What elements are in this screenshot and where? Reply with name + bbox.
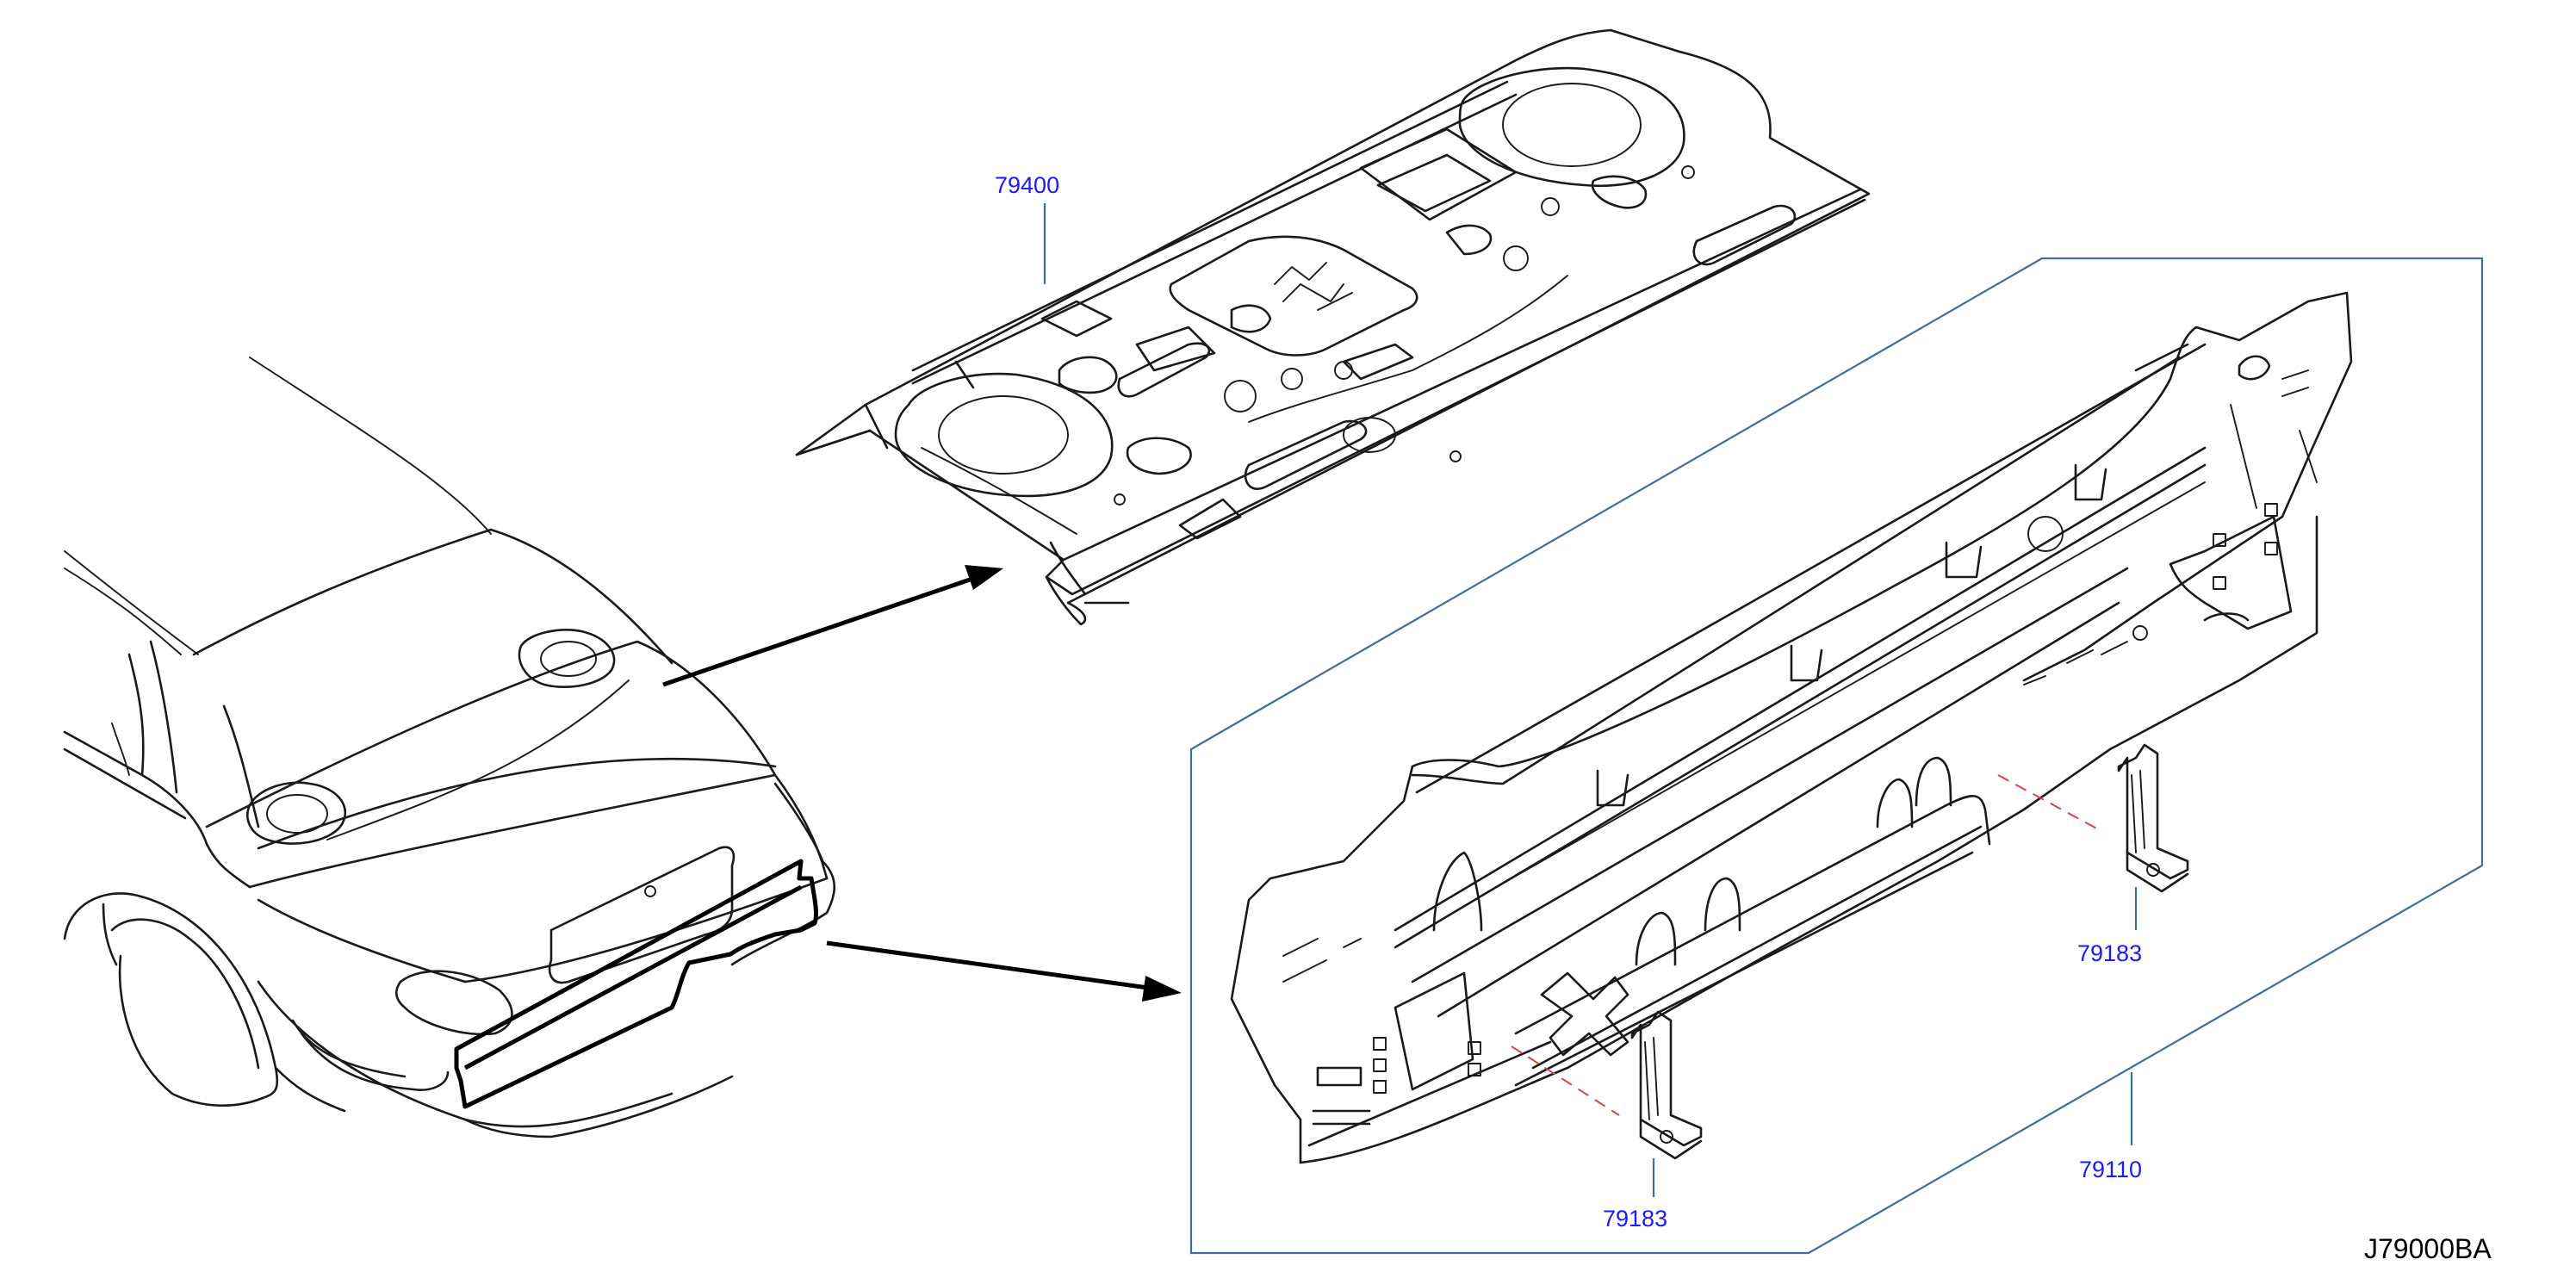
arrow-head-upper <box>965 565 1003 590</box>
arrow-head-lower <box>1142 976 1182 1002</box>
callout-79183-right[interactable]: 79183 <box>2077 940 2143 966</box>
hidden-line-right <box>1997 774 2102 832</box>
callout-79110[interactable]: 79110 <box>2079 1157 2143 1182</box>
bracket-79183-right <box>2117 743 2189 893</box>
rear-panel-79110 <box>1230 291 2353 1164</box>
rear-floor-panel-79400 <box>795 28 1871 626</box>
callout-79183-left[interactable]: 79183 <box>1603 1206 1668 1231</box>
callout-arrows <box>662 565 1182 1002</box>
bracket-79183-left <box>1630 1010 1703 1160</box>
hidden-line-left <box>1511 1045 1620 1116</box>
rear-panel-frame <box>1189 257 2484 1255</box>
callout-79400[interactable]: 79400 <box>995 172 1060 198</box>
drawing-code: J79000BA <box>2364 1233 2492 1264</box>
car-rear-illustration <box>63 357 835 1138</box>
